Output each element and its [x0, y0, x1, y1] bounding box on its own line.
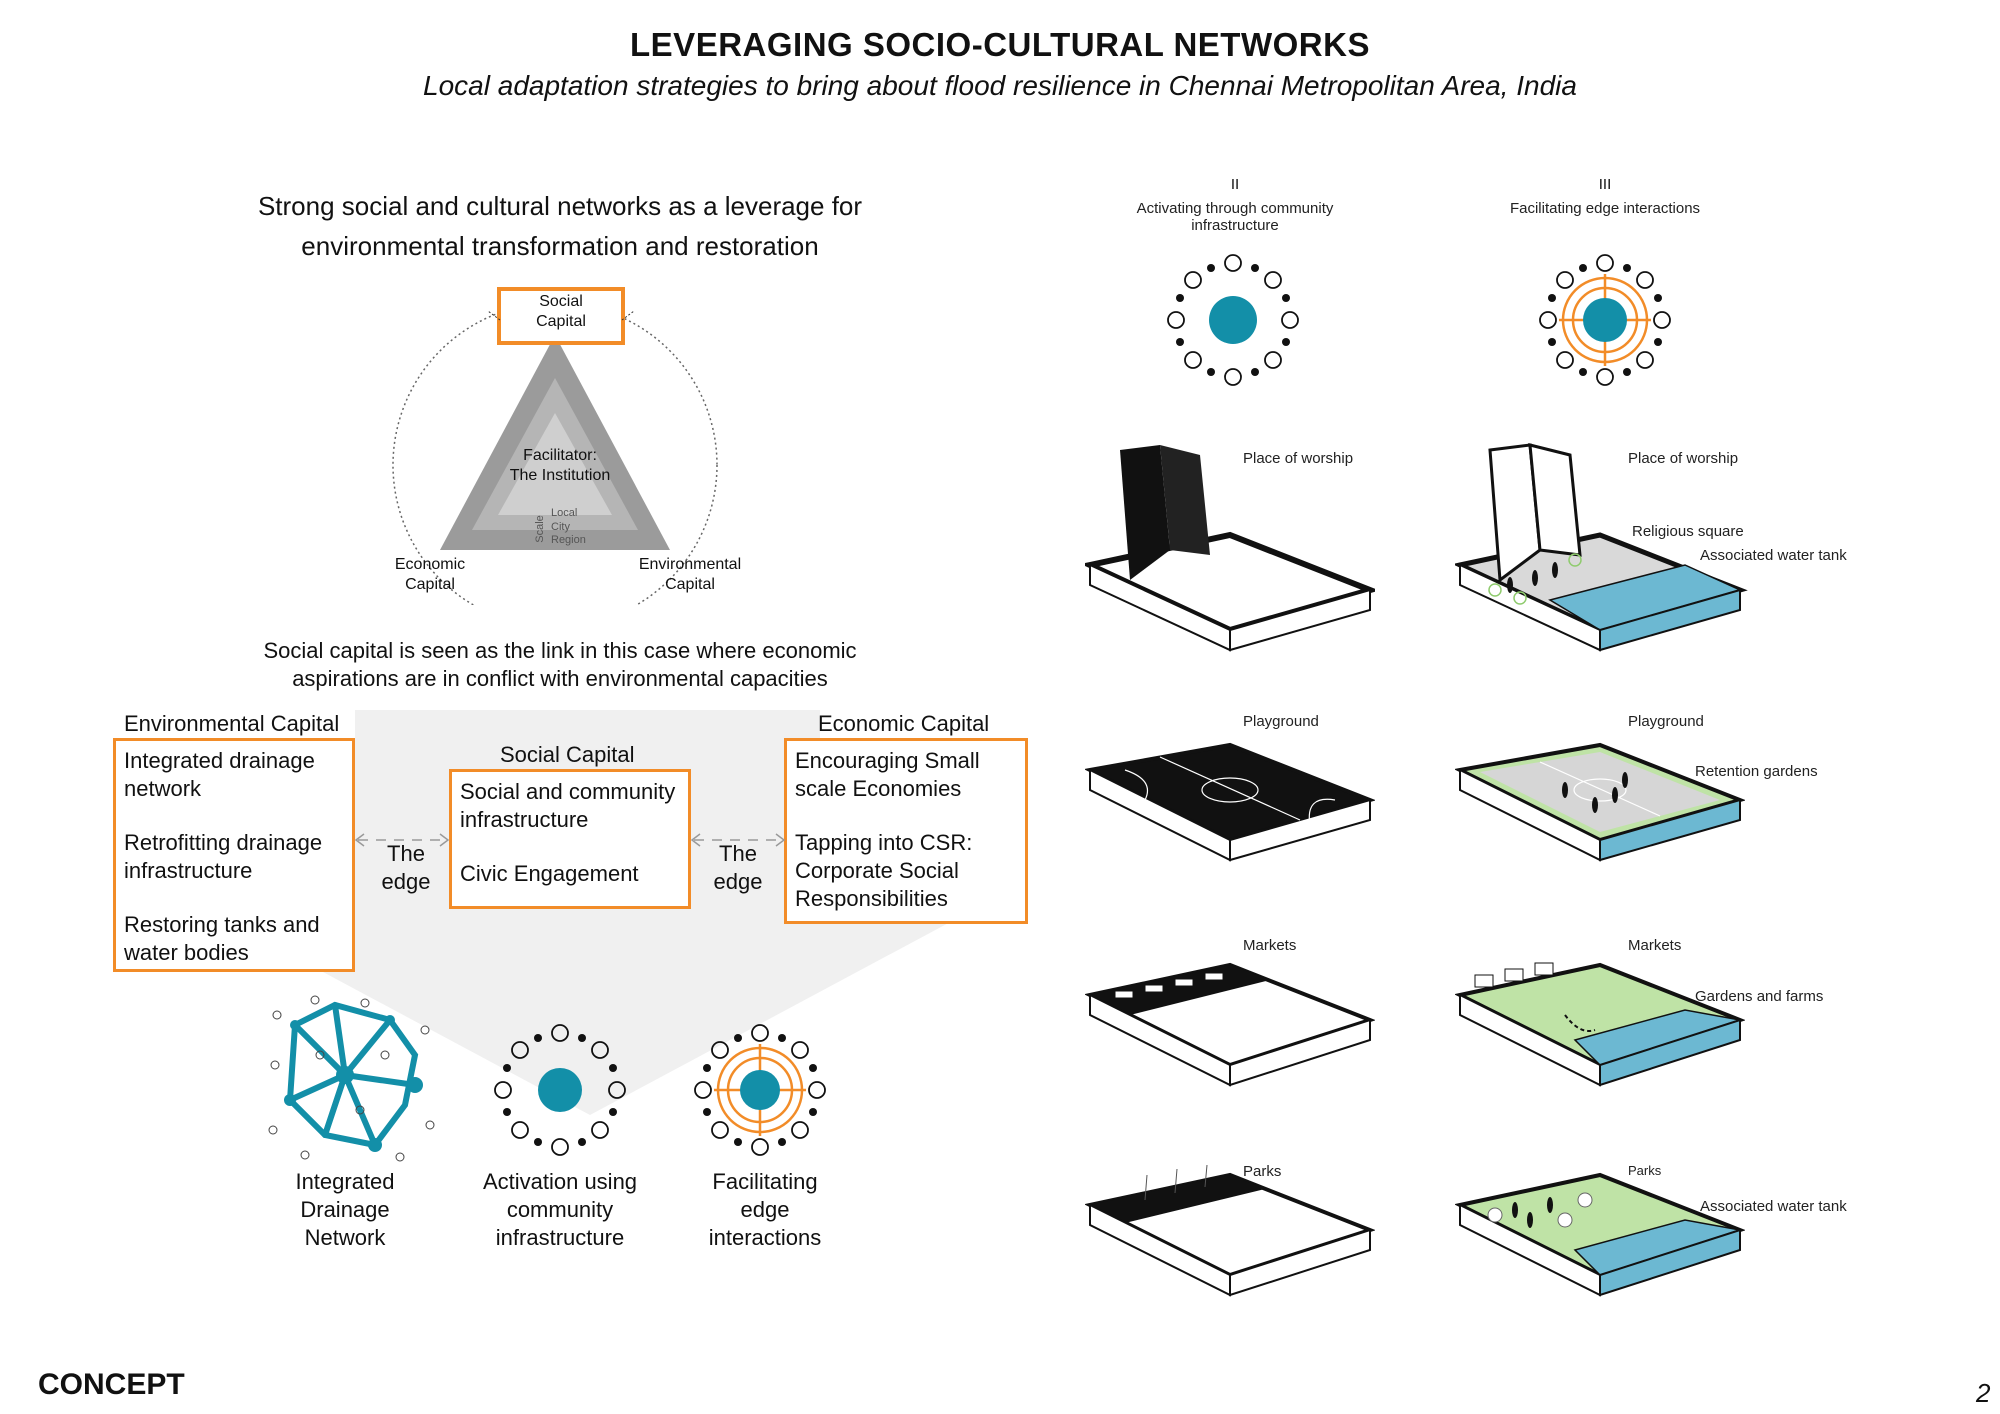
- bottom-label-edge: Facilitating edge interactions: [708, 1169, 822, 1250]
- scale-axis-label: Scale: [533, 515, 546, 543]
- bottom-label-drainage: Integrated Drainage Network: [295, 1169, 395, 1250]
- environmental-capital-node: Environmental Capital: [638, 556, 742, 593]
- playground-axon-col3: [1455, 742, 1745, 862]
- env-capital-heading: Environmental Capital: [124, 711, 340, 736]
- playground-label-col2: Playground: [1243, 713, 1319, 730]
- edge-connector-right: [690, 833, 786, 847]
- scale-city: City: [551, 521, 570, 533]
- edge-label-right: The edge: [713, 841, 763, 894]
- scale-local: Local: [551, 507, 578, 519]
- retention-gardens-label: Retention gardens: [1695, 763, 1818, 780]
- page-title: LEVERAGING SOCIO-CULTURAL NETWORKS: [630, 26, 1370, 63]
- econ-item: Tapping into CSR: Corporate Social Respo…: [795, 830, 973, 911]
- markets-axon-col3: [1455, 962, 1745, 1087]
- playground-label-col3: Playground: [1628, 713, 1704, 730]
- social-capital-node: Social Capital: [536, 293, 586, 330]
- econ-item: Encouraging Small scale Economies: [795, 748, 980, 801]
- facilitator-label: Facilitator: The Institution: [509, 447, 611, 484]
- social-item: Civic Engagement: [460, 861, 639, 886]
- parks-axon-col2: [1085, 1165, 1375, 1297]
- edge-interaction-icon: [694, 1024, 826, 1156]
- playground-axon-col2: [1085, 742, 1375, 862]
- econ-capital-heading: Economic Capital: [818, 711, 990, 736]
- edge-connector-left: [354, 833, 450, 847]
- link-line-1: Social capital is seen as the link in th…: [263, 638, 857, 663]
- gardens-farms-label: Gardens and farms: [1695, 988, 1824, 1005]
- capital-triangle-diagram: [392, 287, 718, 605]
- drainage-network-icon: [268, 995, 435, 1162]
- parks-label-col2: Parks: [1243, 1163, 1282, 1180]
- edge-label-left: The edge: [381, 841, 431, 894]
- economic-capital-node: Economic Capital: [394, 556, 466, 593]
- env-capital-box: Integrated drainage network Retrofitting…: [113, 738, 355, 972]
- col3-edge-icon: [1539, 254, 1671, 386]
- env-item: Integrated drainage network: [124, 748, 315, 801]
- link-line-2: aspirations are in conflict with environ…: [292, 666, 828, 691]
- markets-label-col3: Markets: [1628, 937, 1682, 954]
- col2-numeral: II: [1230, 176, 1240, 193]
- scale-region: Region: [551, 534, 586, 546]
- page-subtitle: Local adaptation strategies to bring abo…: [423, 70, 1577, 101]
- intro-line-2: environmental transformation and restora…: [301, 231, 819, 261]
- worship-label-col2: Place of worship: [1243, 450, 1354, 467]
- religious-square-label: Religious square: [1632, 523, 1744, 540]
- worship-label-col3: Place of worship: [1628, 450, 1739, 467]
- page-number: 2: [1976, 1378, 1991, 1408]
- water-tank-label-2: Associated water tank: [1700, 1198, 1847, 1215]
- col3-title: Facilitating edge interactions: [1509, 200, 1701, 217]
- col2-title: Activating through community infrastruct…: [1136, 200, 1334, 234]
- parks-label-col3: Parks: [1628, 1163, 1662, 1178]
- intro-line-1: Strong social and cultural networks as a…: [257, 191, 863, 221]
- concept-label: CONCEPT: [38, 1368, 185, 1401]
- community-activation-icon: [494, 1024, 626, 1156]
- social-capital-box: Social and community infrastructure Civi…: [449, 769, 691, 909]
- col3-numeral: III: [1598, 176, 1612, 193]
- social-capital-heading: Social Capital: [500, 742, 635, 767]
- env-item: Restoring tanks and water bodies: [124, 912, 320, 965]
- worship-axon-col3: [1455, 443, 1748, 652]
- env-item: Retrofitting drainage infrastructure: [124, 830, 323, 883]
- markets-label-col2: Markets: [1243, 937, 1297, 954]
- markets-axon-col2: [1085, 962, 1375, 1087]
- econ-capital-box: Encouraging Small scale Economies Tappin…: [784, 738, 1028, 924]
- bottom-label-activation: Activation using community infrastructur…: [482, 1169, 638, 1250]
- col2-community-icon: [1167, 254, 1299, 386]
- social-item: Social and community infrastructure: [460, 779, 676, 832]
- worship-axon-col2: [1085, 445, 1375, 652]
- water-tank-label-1: Associated water tank: [1700, 547, 1847, 564]
- parks-axon-col3: [1455, 1172, 1745, 1297]
